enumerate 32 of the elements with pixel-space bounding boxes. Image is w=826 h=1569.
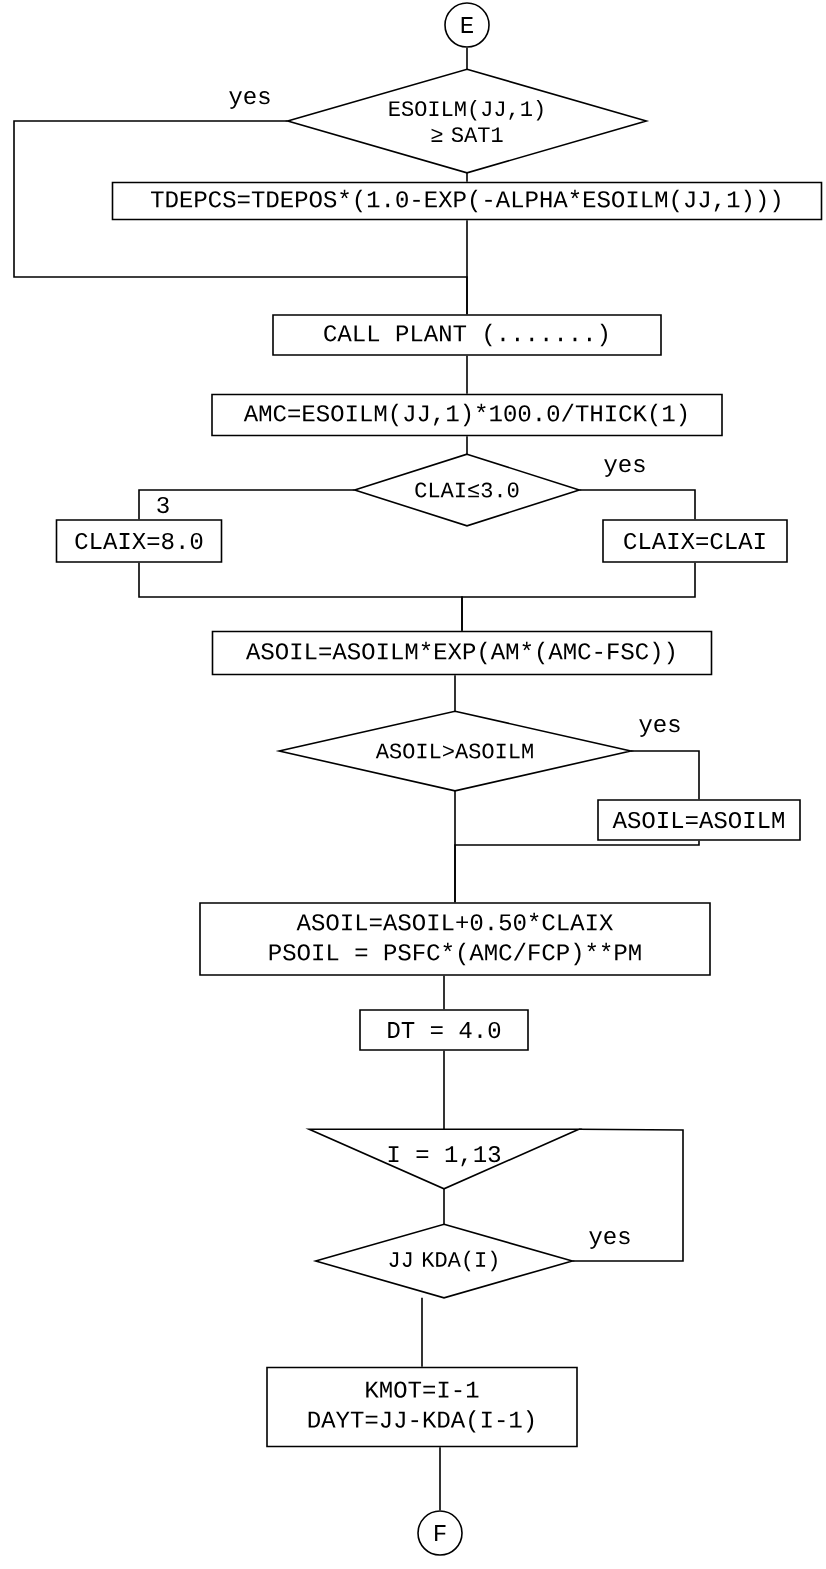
connector-line [443,1188,445,1225]
connector-line [578,489,696,520]
process-box: DT = 4.0 [359,1009,529,1051]
connector-line [454,840,700,903]
connector-line [466,219,468,315]
connector-line [466,355,468,395]
connector-line [443,1050,445,1130]
process-box: ASOIL=ASOILM*EXP(AM*(AMC-FSC)) [211,630,713,676]
connector-line [461,562,696,632]
connector-line [466,172,468,183]
connector-line [439,1446,441,1511]
connector-line [138,489,356,520]
edge-label: yes [602,458,648,478]
edge-label: yes [637,718,683,738]
process-box: KMOT=I-1 DAYT=JJ-KDA(I-1) [266,1366,578,1448]
connector-line [454,674,456,712]
process-box: ASOIL=ASOIL+0.50*CLAIX PSOIL = PSFC*(AMC/FCP)**PM [199,902,711,976]
connector-line [466,47,468,70]
edge-label: yes [227,90,273,110]
connector-line [421,1297,423,1368]
connector-line [571,1128,684,1262]
edge-label: 3 [154,495,172,515]
connector-line [466,435,468,455]
process-box: CLAIX=CLAI [602,519,788,563]
process-box: CALL PLANT (.......) [272,314,662,356]
edge-label: yes [587,1230,633,1250]
connector-line [630,750,700,800]
process-box: AMC=ESOILM(JJ,1)*100.0/THICK(1) [211,393,723,437]
process-box: CLAIX=8.0 [55,519,223,563]
process-box: ASOIL=ASOILM [597,799,801,841]
process-box: TDEPCS=TDEPOS*(1.0-EXP(-ALPHA*ESOILM(JJ,1))) [111,181,823,221]
connector-line [443,975,445,1010]
